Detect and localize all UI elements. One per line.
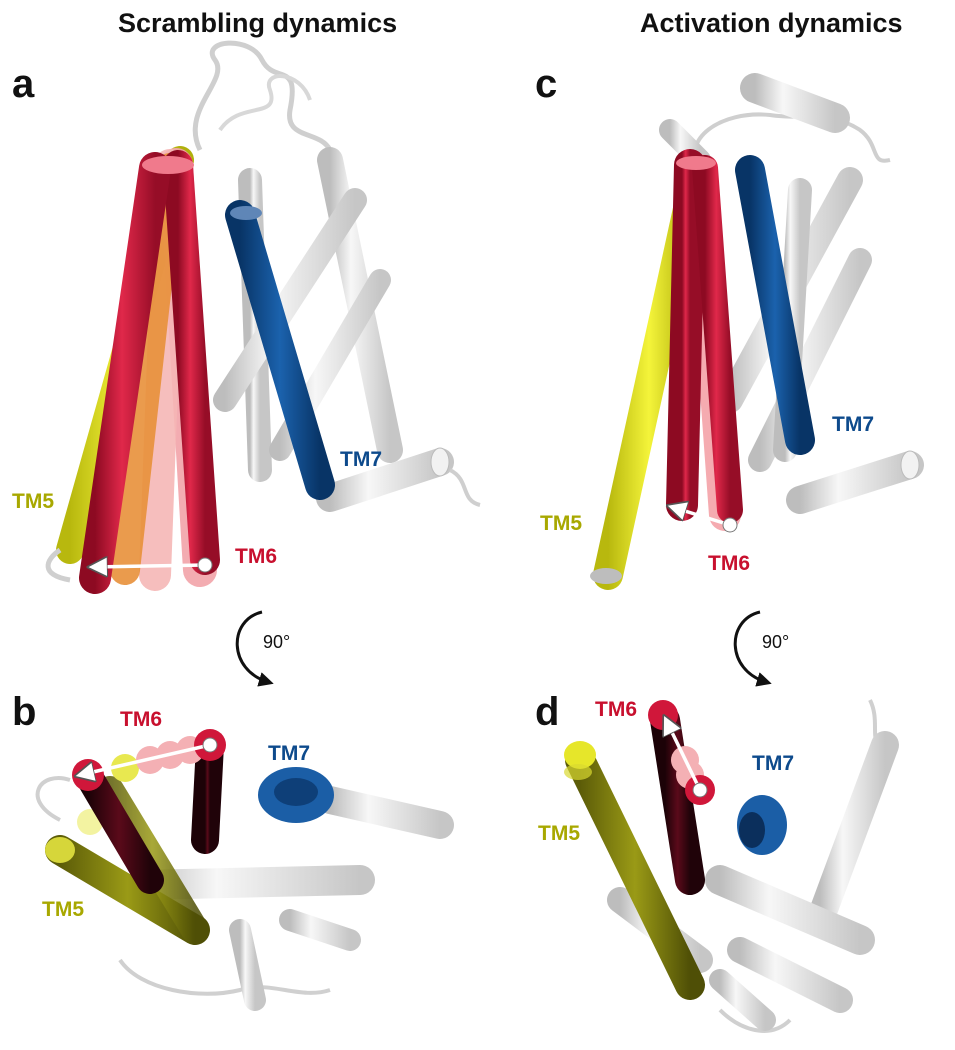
helix-cap	[900, 450, 920, 480]
arrow-origin-dot	[692, 782, 708, 798]
tm6-helix	[666, 149, 706, 521]
helix-cap	[230, 206, 262, 220]
helix-cap	[274, 778, 318, 806]
rotation-label-right: 90°	[762, 632, 790, 652]
label-tm7-d: TM7	[752, 752, 794, 775]
loop-coil	[192, 40, 333, 152]
label-tm6-a: TM6	[235, 545, 277, 568]
helix-cap	[142, 156, 194, 174]
rotation-label-left: 90°	[263, 632, 291, 652]
tm6-helix-orange	[110, 153, 185, 585]
helix-cap	[564, 741, 596, 769]
gray-helix	[786, 451, 924, 514]
loop-coil	[218, 74, 312, 132]
tm7-helix	[735, 155, 815, 455]
panel-d-structure	[564, 699, 899, 1033]
helix-cap	[111, 754, 139, 782]
helix-cap	[430, 447, 450, 477]
loop-coil	[35, 776, 331, 996]
label-tm6-c: TM6	[708, 552, 750, 575]
tm6-shift-arrow	[80, 743, 211, 775]
panel-label-a: a	[12, 62, 35, 106]
tm6-helix	[79, 152, 171, 594]
panel-b-structure	[35, 729, 454, 1011]
label-tm7-a: TM7	[340, 448, 382, 471]
arrow-origin-dot	[722, 517, 738, 533]
label-tm5-a: TM5	[12, 490, 54, 513]
gray-helix	[705, 865, 875, 955]
loop-coil	[45, 547, 71, 583]
label-tm6-d: TM6	[595, 698, 637, 721]
gray-helix	[316, 786, 454, 839]
gray-helix	[709, 969, 776, 1031]
label-tm5-c: TM5	[540, 512, 582, 535]
gray-helix	[229, 919, 266, 1011]
helix-cap	[72, 759, 104, 791]
tm6-helix	[163, 150, 220, 575]
tm6-shift-arrow	[666, 720, 702, 791]
tm7-helix	[225, 200, 335, 500]
label-tm7-c: TM7	[832, 413, 874, 436]
tm6-helix	[650, 705, 705, 895]
rotation-arrow-right	[733, 610, 772, 687]
label-tm5-d: TM5	[538, 822, 580, 845]
tm5-helix	[565, 745, 705, 1000]
helix-cap	[648, 700, 678, 730]
panel-c-structure	[590, 73, 924, 590]
arrow-origin-dot	[202, 737, 218, 753]
helix-cap	[45, 837, 75, 863]
title-scrambling-dynamics: Scrambling dynamics	[118, 8, 398, 38]
label-tm6-b: TM6	[120, 708, 162, 731]
rotation-arrow-left	[235, 610, 274, 687]
loop-coil	[448, 468, 481, 507]
helix-cap	[676, 156, 716, 170]
panel-label-d: d	[535, 690, 560, 734]
tm6-helix	[74, 761, 164, 894]
panel-a-structure	[45, 40, 481, 594]
panel-label-c: c	[535, 62, 558, 106]
label-tm7-b: TM7	[268, 742, 310, 765]
helix-cap	[590, 568, 622, 584]
label-tm5-b: TM5	[42, 898, 84, 921]
panel-label-b: b	[12, 690, 37, 734]
tm6-shift-arrow	[672, 507, 731, 527]
helix-cap	[564, 764, 592, 780]
gray-helix	[213, 188, 367, 412]
title-activation-dynamics: Activation dynamics	[640, 8, 903, 38]
tm6-shift-arrow	[93, 565, 206, 567]
gray-helix	[740, 73, 850, 133]
gray-helix	[279, 909, 361, 951]
arrow-origin-dot	[197, 557, 213, 573]
gray-helix	[316, 448, 454, 512]
helix-cap	[739, 812, 765, 848]
tm6-helix	[692, 155, 743, 523]
gray-helix	[727, 937, 853, 1013]
